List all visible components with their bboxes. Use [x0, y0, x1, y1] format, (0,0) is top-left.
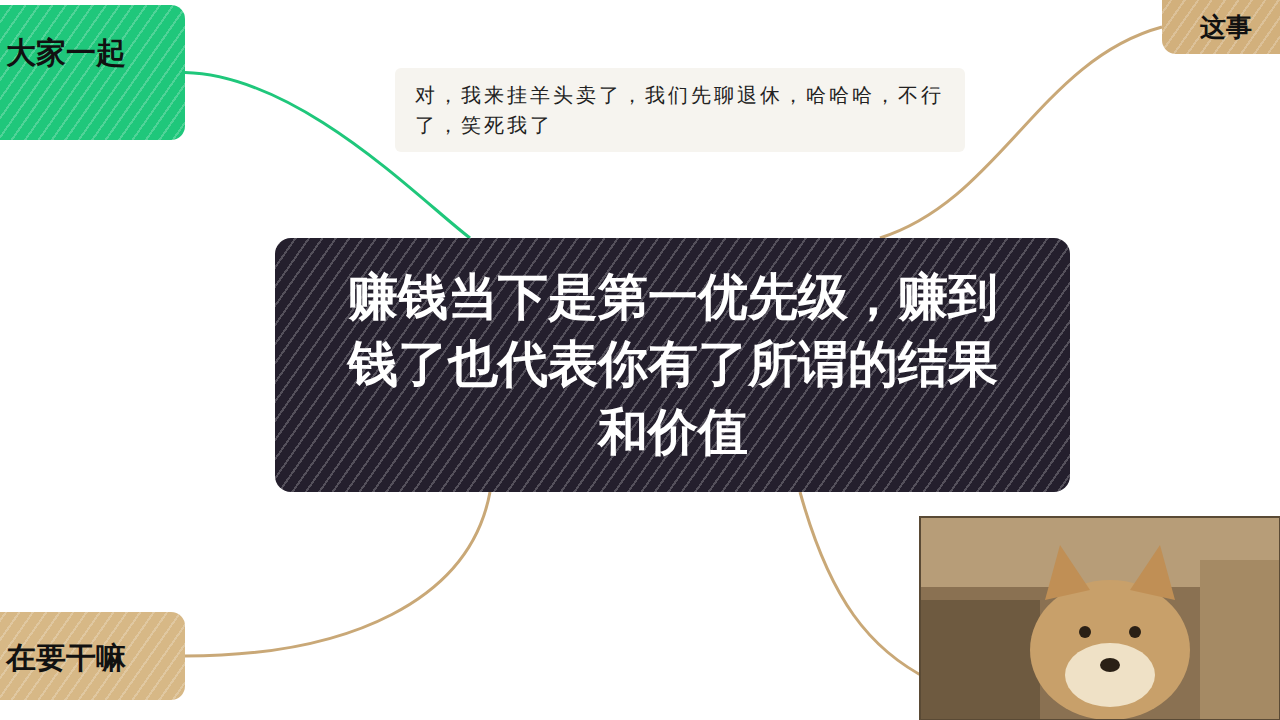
central-topic-box: 赚钱当下是第一优先级，赚到钱了也代表你有了所谓的结果和价值	[275, 238, 1070, 492]
topic-box: 大家一起	[0, 5, 185, 140]
node-text: 大家一起	[6, 33, 175, 74]
dog-photo	[920, 517, 1280, 720]
node-text: 对，我来挂羊头卖了，我们先聊退休，哈哈哈，不行了，笑死我了	[415, 80, 945, 140]
topic-box: 这事	[1162, 0, 1280, 54]
node-text: 这事	[1200, 10, 1274, 45]
node-text: 在要干嘛	[6, 638, 175, 679]
note-box: 对，我来挂羊头卖了，我们先聊退休，哈哈哈，不行了，笑死我了	[395, 68, 965, 152]
topic-box: 在要干嘛	[0, 612, 185, 700]
node-text: 赚钱当下是第一优先级，赚到钱了也代表你有了所谓的结果和价值	[335, 264, 1010, 467]
branch-connector	[185, 492, 490, 656]
branch-line	[800, 492, 930, 680]
